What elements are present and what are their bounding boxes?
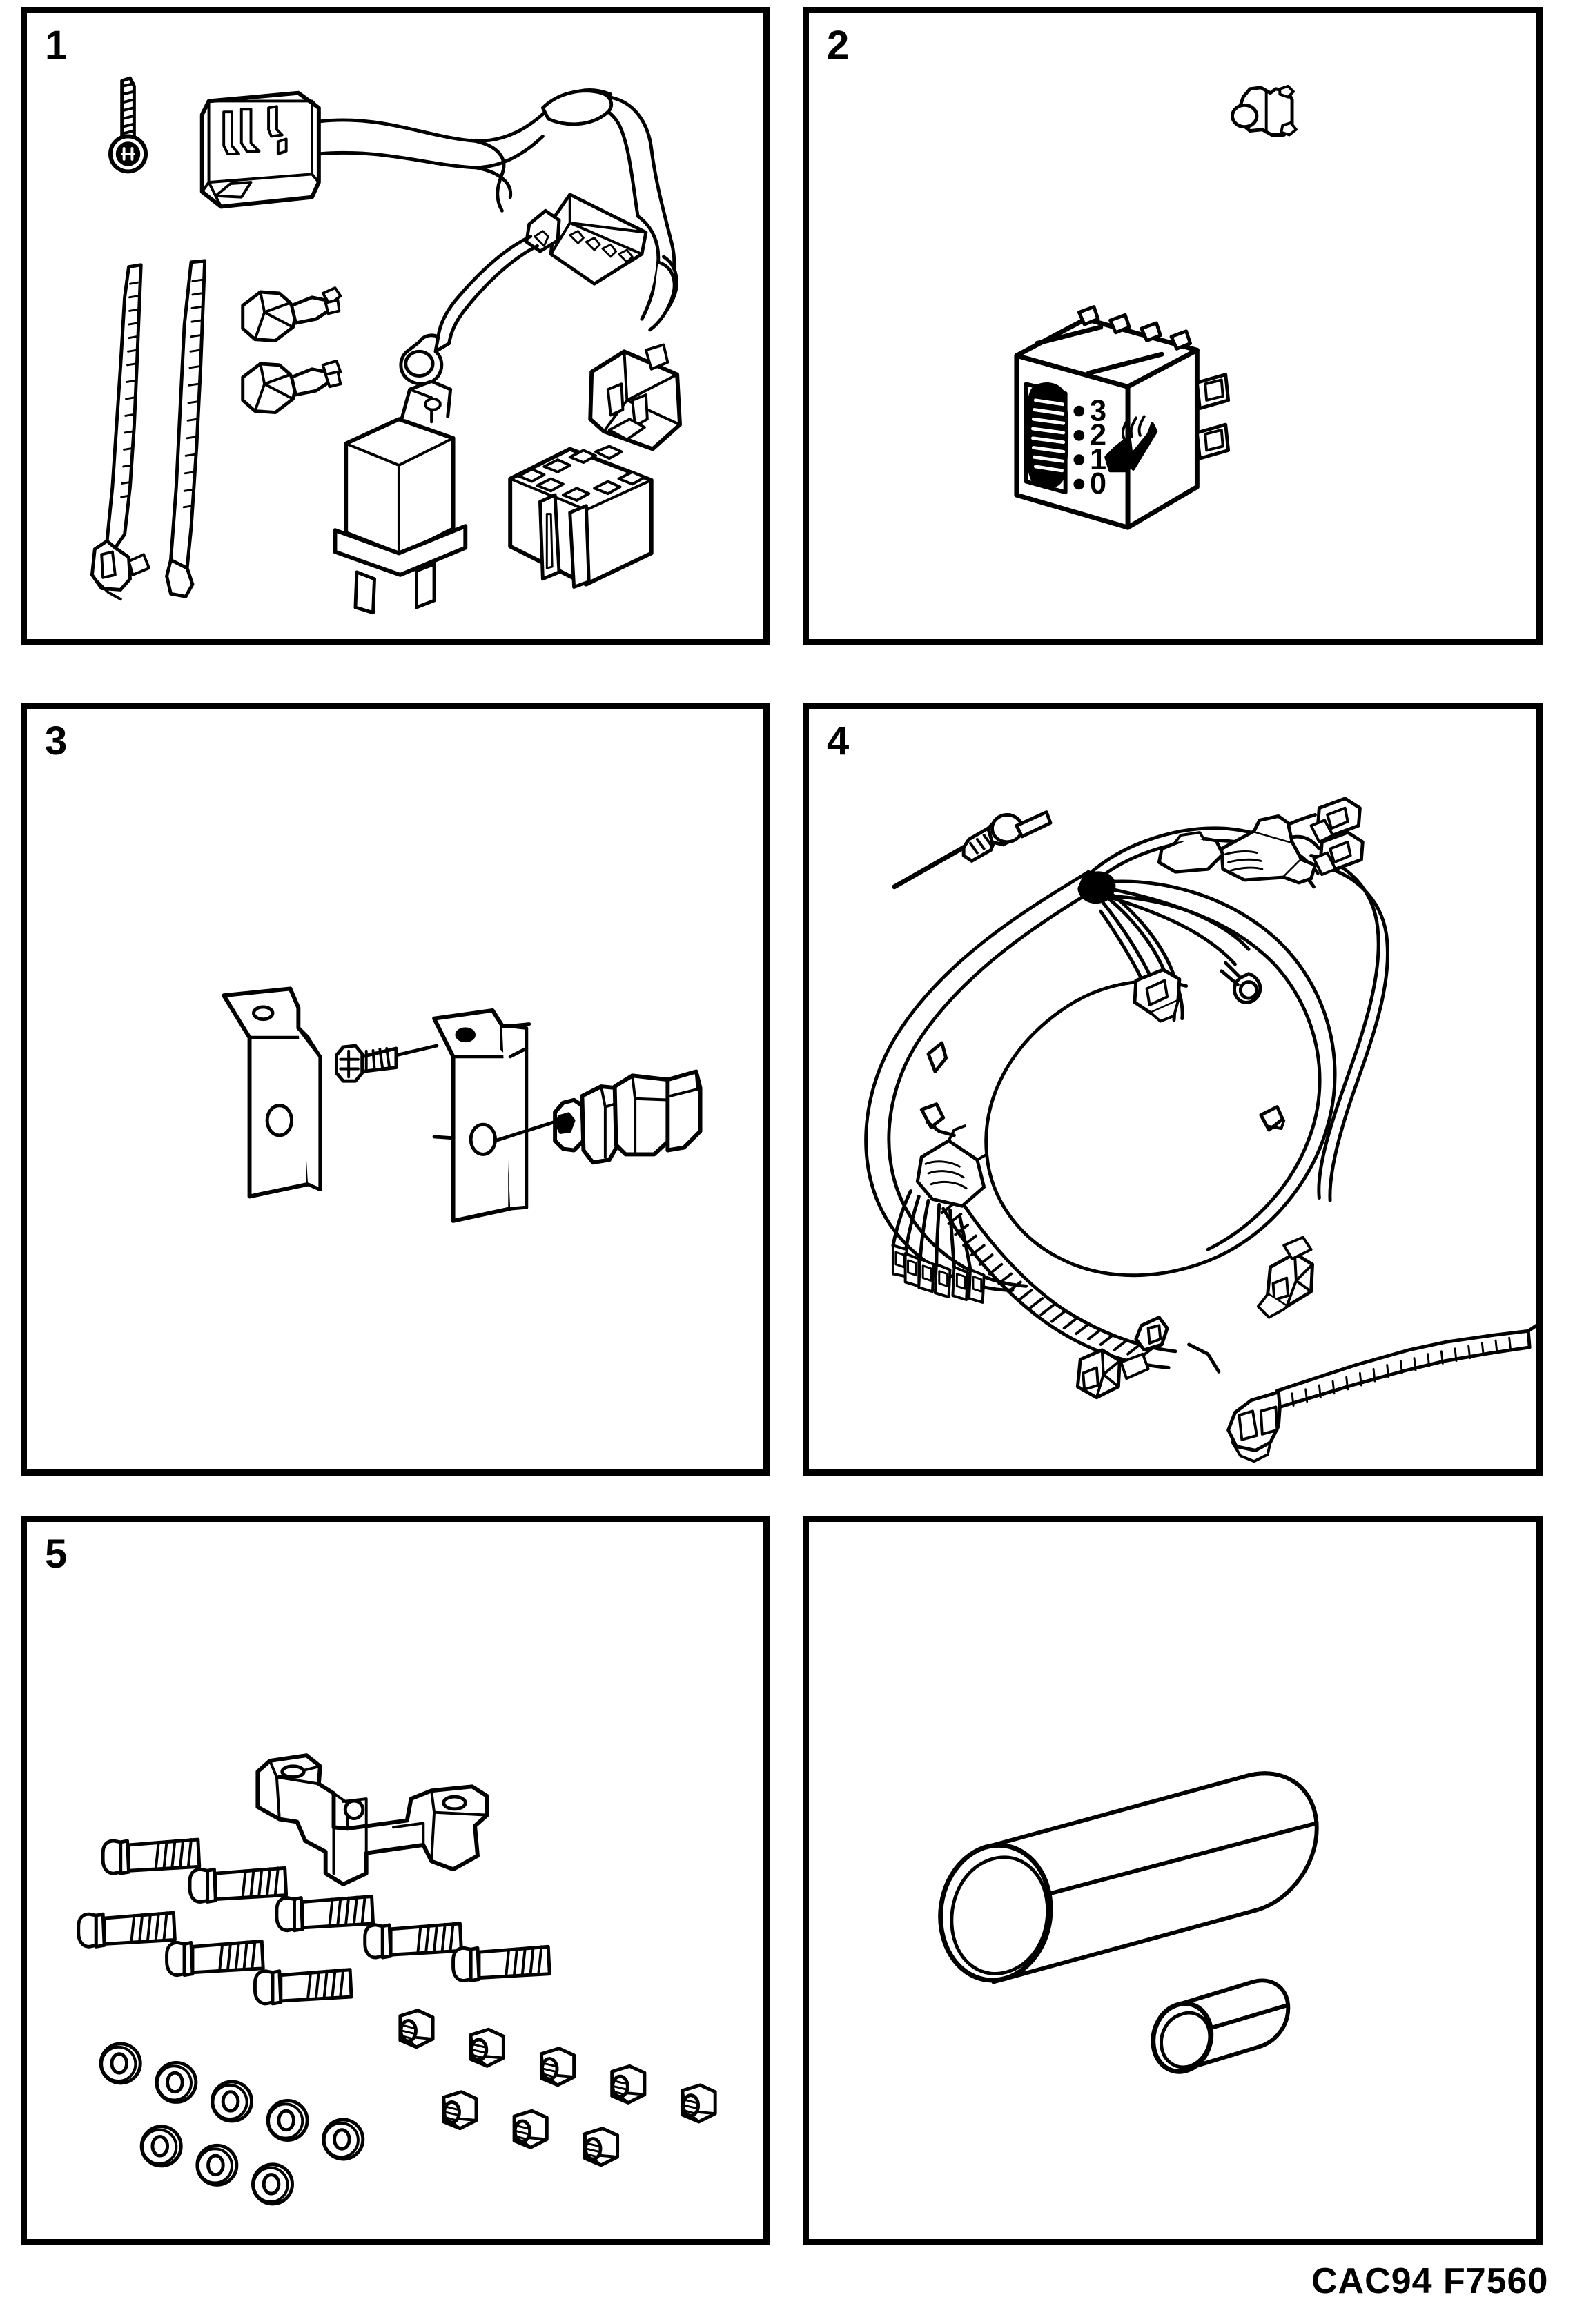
hex-lock-nut: [444, 2092, 476, 2129]
small-protective-sleeve-icon: [1151, 1978, 1291, 2074]
panel-2-number: 2: [827, 23, 850, 68]
hex-lock-nut: [612, 2066, 645, 2102]
panel-4-artwork: [864, 797, 1536, 1463]
left-mounting-bracket-icon: [222, 986, 322, 1199]
svg-text:1: 1: [1090, 443, 1106, 476]
hex-lock-nut: [585, 2129, 617, 2165]
bullet-terminal-icon-1: [241, 286, 342, 343]
flat-washer: [197, 2145, 237, 2185]
panel-2-artwork: 3 2 1 0: [1014, 84, 1298, 530]
panel-1-artwork: [90, 76, 682, 615]
cable-tie-icon-1: [90, 263, 150, 601]
right-mounting-bracket-icon: [432, 1008, 531, 1223]
panel-1: 1: [21, 7, 770, 645]
panel-3-number: 3: [45, 719, 68, 763]
bullet-terminal-icon-2: [241, 360, 342, 414]
large-protective-sleeve-icon: [938, 1771, 1319, 1984]
flat-washer: [101, 2044, 140, 2083]
hex-lock-nut: [471, 2029, 503, 2066]
panel-4: 4: [803, 703, 1543, 1476]
sheet-caption: CAC94 F7560: [1311, 2261, 1549, 2301]
hex-bolt: [277, 1897, 373, 1931]
flat-washer: [268, 2100, 307, 2140]
hex-bolt: [255, 1970, 351, 2004]
pan-head-screw-icon: [334, 1044, 439, 1083]
self-tapping-screw-icon: [108, 76, 148, 174]
heated-seat-pictogram: [1104, 415, 1158, 473]
hex-bolt: [167, 1941, 264, 1975]
hex-bolt: [103, 1839, 199, 1873]
hex-lock-nut: [514, 2111, 547, 2147]
hex-lock-nut: [683, 2085, 715, 2122]
temperature-switch-sensor-icon: [493, 1069, 703, 1165]
flat-washer: [157, 2062, 196, 2102]
panel-6: [803, 1516, 1543, 2245]
panel-5-number: 5: [45, 1532, 68, 1576]
panel-4-number: 4: [827, 719, 850, 763]
hex-lock-nut: [400, 2011, 433, 2047]
panel-1-number: 1: [45, 23, 68, 68]
panel-6-artwork: [938, 1771, 1319, 2074]
hex-lock-nut-group: [400, 2011, 715, 2165]
hex-bolt: [365, 1924, 462, 1957]
connector-housing-icon: [199, 90, 321, 209]
switch-retaining-clip-icon: [1231, 84, 1298, 137]
relay-socket-icon: [508, 445, 654, 589]
panel-5: 5: [21, 1516, 770, 2245]
hex-bolt: [79, 1913, 175, 1946]
hex-bolt: [453, 1946, 550, 1980]
flat-washer: [324, 2120, 363, 2159]
relay-icon: [333, 379, 468, 615]
wiring-harness-icon: [317, 88, 682, 451]
flat-washer: [141, 2127, 181, 2166]
flat-washer: [253, 2165, 292, 2204]
panel-5-artwork: [27, 1753, 763, 2239]
flat-washer-group: [101, 2044, 363, 2204]
threaded-temperature-probe-icon: [892, 810, 1053, 890]
panel-3-artwork: [222, 986, 703, 1223]
hex-bolt-group: [79, 1839, 549, 2004]
hex-bolt: [190, 1868, 286, 1902]
svg-text:0: 0: [1090, 467, 1106, 500]
heated-seat-switch-icon: 3 2 1 0: [1014, 305, 1231, 530]
cable-tie-with-clip-icon: [1226, 1323, 1536, 1463]
hex-lock-nut: [541, 2049, 574, 2085]
panel-2: 2: [803, 7, 1543, 645]
mounting-bracket-icon: [255, 1753, 489, 1886]
coiled-wiring-loom-icon: [864, 797, 1536, 1463]
panel-3: 3: [21, 703, 770, 1476]
flat-washer: [212, 2082, 251, 2121]
svg-text:3: 3: [1090, 394, 1106, 427]
cable-tie-icon-2: [165, 259, 207, 598]
svg-text:2: 2: [1090, 419, 1106, 452]
